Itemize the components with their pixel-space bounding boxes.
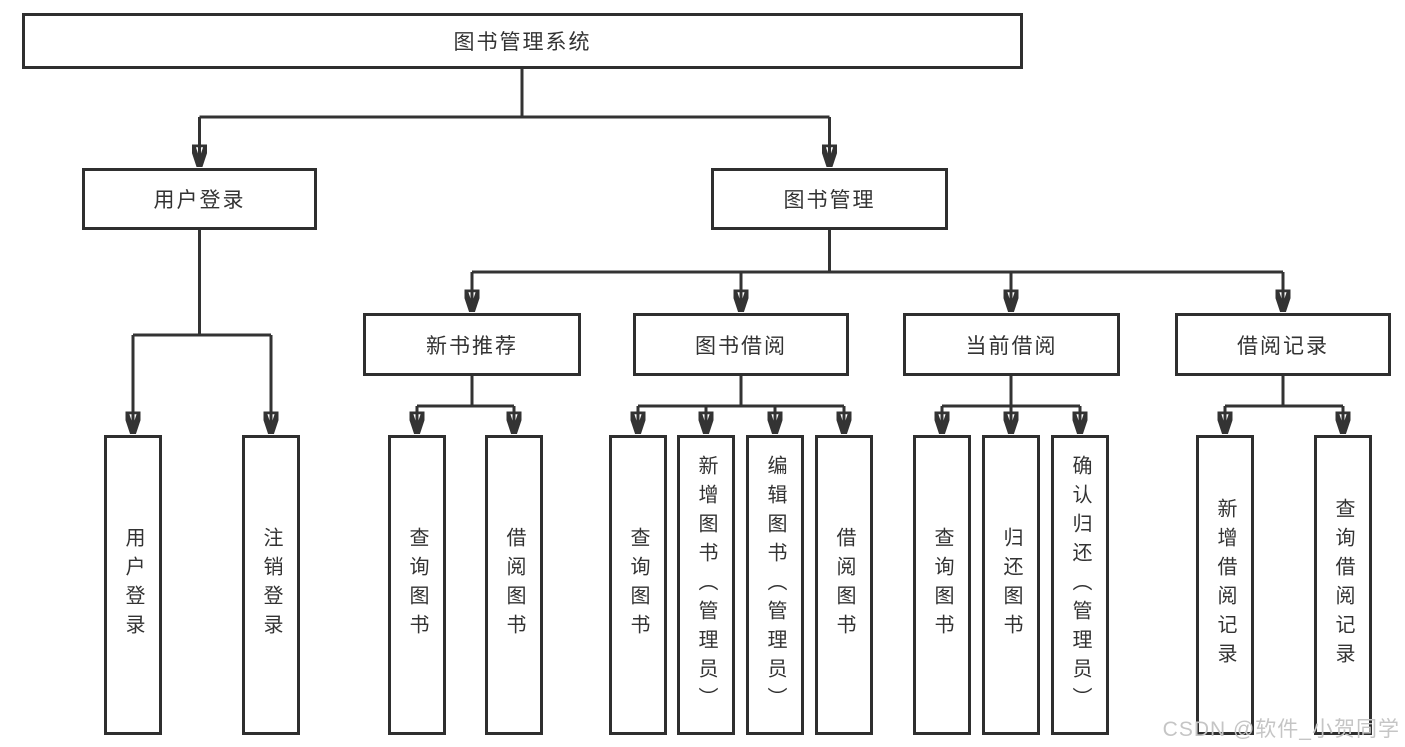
connector-current-borrow-to-leaves [942, 376, 1080, 432]
connector-borrow-records-to-leaves [1225, 376, 1343, 432]
node-label: 用户登录 [122, 527, 144, 643]
node-user-login: 用户登录 [82, 168, 317, 230]
node-label: 图书管理系统 [453, 31, 592, 54]
node-label: 新增借阅记录 [1214, 498, 1236, 672]
leaf-borrow-books-recommend: 借阅图书 [485, 435, 543, 735]
node-label: 注销登录 [260, 527, 282, 643]
node-library-management-system: 图书管理系统 [22, 13, 1023, 69]
leaf-logout: 注销登录 [242, 435, 300, 735]
leaf-query-books-current: 查询图书 [913, 435, 971, 735]
node-label: 查询图书 [627, 527, 649, 643]
leaf-edit-book-admin: 编辑图书（管理员） [746, 435, 804, 735]
node-current-borrow: 当前借阅 [903, 313, 1120, 376]
node-book-management: 图书管理 [711, 168, 948, 230]
node-label: 新书推荐 [426, 334, 518, 358]
leaf-add-book-admin: 新增图书（管理员） [677, 435, 735, 735]
leaf-borrow-books: 借阅图书 [815, 435, 873, 735]
connector-new-book-recommend-to-leaves [417, 376, 514, 432]
node-label: 新增图书（管理员） [695, 454, 717, 716]
connector-book-borrow-to-leaves [638, 376, 844, 432]
node-label: 用户登录 [153, 189, 246, 212]
node-label: 查询借阅记录 [1332, 498, 1354, 672]
node-book-borrow: 图书借阅 [633, 313, 849, 376]
leaf-query-borrow-record: 查询借阅记录 [1314, 435, 1372, 735]
node-label: 图书借阅 [695, 334, 787, 358]
node-label: 确认归还（管理员） [1069, 454, 1091, 716]
csdn-watermark: CSDN @软件_小贺同学 [1162, 718, 1400, 741]
connector-user-login-to-leaves [133, 230, 271, 432]
node-label: 查询图书 [406, 527, 428, 643]
node-borrow-records: 借阅记录 [1175, 313, 1391, 376]
node-label: 图书管理 [783, 189, 876, 212]
leaf-return-book: 归还图书 [982, 435, 1040, 735]
node-new-book-recommend: 新书推荐 [363, 313, 581, 376]
leaf-query-books-borrow: 查询图书 [609, 435, 667, 735]
leaf-query-books-recommend: 查询图书 [388, 435, 446, 735]
connector-book-management-to-level3 [472, 230, 1283, 310]
leaf-confirm-return-admin: 确认归还（管理员） [1051, 435, 1109, 735]
node-label: 查询图书 [931, 527, 953, 643]
node-label: 借阅记录 [1237, 334, 1329, 358]
node-label: 归还图书 [1000, 527, 1022, 643]
node-label: 借阅图书 [503, 527, 525, 643]
node-label: 当前借阅 [965, 334, 1058, 358]
connector-root-to-level2 [200, 69, 830, 165]
node-label: 编辑图书（管理员） [764, 454, 786, 716]
leaf-add-borrow-record: 新增借阅记录 [1196, 435, 1254, 735]
leaf-user-login: 用户登录 [104, 435, 162, 735]
node-label: 借阅图书 [833, 527, 855, 643]
